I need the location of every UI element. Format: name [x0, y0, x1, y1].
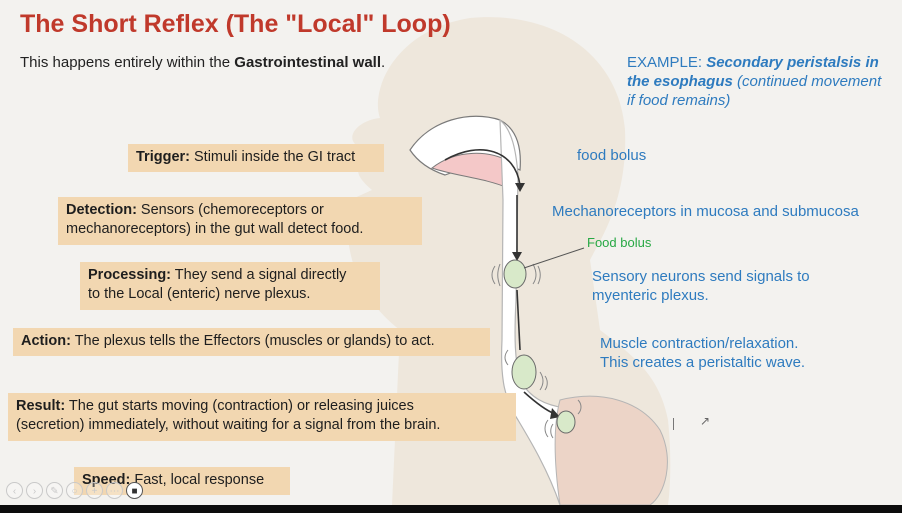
mechanoreceptors-label: Mechanoreceptors in mucosa and submucosa — [552, 203, 859, 220]
result-box: Result: The gut starts moving (contracti… — [8, 393, 516, 441]
pen-icon[interactable]: ✎ — [46, 482, 63, 499]
text-cursor — [673, 418, 674, 430]
intro-text: This happens entirely within the Gastroi… — [20, 54, 386, 71]
camera-icon[interactable]: ■ — [126, 482, 143, 499]
bolus-2 — [511, 354, 537, 390]
zoom-icon[interactable]: ○ — [66, 482, 83, 499]
example-text: EXAMPLE: Secondary peristalsis in the es… — [627, 54, 882, 109]
action-box: Action: The plexus tells the Effectors (… — [13, 328, 490, 356]
zoom-in-icon[interactable]: + — [86, 482, 103, 499]
food-bolus-label: food bolus — [577, 147, 647, 164]
muscle-contraction-label: Muscle contraction/relaxation.This creat… — [600, 335, 806, 371]
trigger-box: Trigger: Stimuli inside the GI tract — [128, 144, 384, 172]
slide-title: The Short Reflex (The "Local" Loop) — [20, 10, 451, 38]
prev-icon[interactable]: ‹ — [6, 482, 23, 499]
bolus-3 — [556, 410, 576, 434]
stomach — [554, 395, 668, 505]
food-bolus-green-label: Food bolus — [587, 235, 652, 250]
bottom-bar — [0, 505, 902, 513]
menu-icon[interactable]: ⋯ — [106, 482, 123, 499]
bolus-1 — [503, 259, 527, 289]
presentation-controls: ‹ › ✎ ○ + ⋯ ■ — [6, 482, 143, 500]
mouse-pointer-icon: ↗ — [700, 414, 711, 428]
next-icon[interactable]: › — [26, 482, 43, 499]
